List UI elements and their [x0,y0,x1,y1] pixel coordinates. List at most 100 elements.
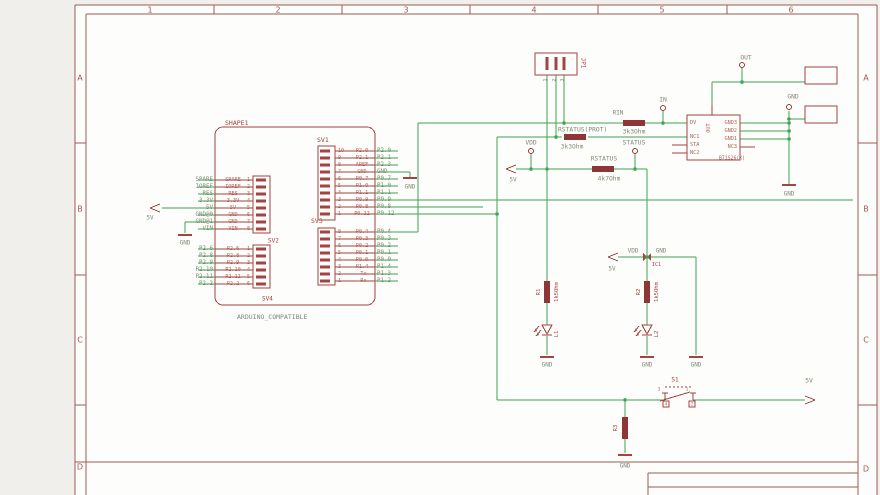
net-label[interactable]: RSTATUS(PROT) [558,127,607,134]
net-label[interactable]: VDD [525,140,537,147]
resistor-body[interactable] [544,281,550,303]
net-label[interactable]: P1.1 [377,190,391,196]
jumper-jp1-box[interactable] [534,52,578,76]
net-label[interactable]: P0.3 [377,236,391,242]
part-label[interactable]: S1 [671,377,679,384]
junction-jumper-icon[interactable] [643,253,647,261]
net-label[interactable]: P1.3 [377,271,391,277]
net-label[interactable]: IN [659,97,667,104]
switch-pin4-box[interactable] [662,400,670,408]
net-label[interactable]: 5V [206,205,213,211]
pad-out-box[interactable] [804,66,838,85]
net-label[interactable]: GND [180,240,191,247]
net-label[interactable]: P2.11 [196,274,214,280]
supply-pin-circle[interactable] [660,105,666,111]
net-label[interactable]: 3.3V [199,198,213,204]
net-label[interactable]: RIN [613,110,624,117]
pad-gnd-box[interactable] [804,105,838,124]
net-label[interactable]: VIN [203,226,214,232]
resistor-body[interactable] [592,166,614,172]
net-label[interactable]: 5V [146,215,154,222]
net-label[interactable]: P2.6 [199,246,213,252]
net-label[interactable]: P0.7 [377,176,391,182]
net-label[interactable]: OUT [740,55,752,62]
led-triangle[interactable] [541,324,553,336]
net-label[interactable]: GND@1 [196,219,214,225]
net-label[interactable]: P0.8 [377,204,391,210]
net-label[interactable]: GND [787,94,799,101]
net-label[interactable]: GND [691,362,702,369]
net-label[interactable]: P1.4 [377,264,391,270]
net-label[interactable]: P1.0 [377,183,391,189]
switch-pin2-box[interactable] [688,400,696,408]
net-arrow[interactable] [804,399,816,405]
net-label[interactable]: 5V [509,177,517,184]
part-label[interactable]: SHAPE1 [225,119,249,127]
part-label[interactable]: JP1 [580,58,587,69]
net-label[interactable]: GND [656,248,667,255]
net-label[interactable]: P0.4 [377,229,391,235]
supply-pin-circle[interactable] [632,148,638,154]
net-label[interactable]: GND [620,463,631,470]
net-label[interactable]: P2.9 [199,260,213,266]
net-label[interactable]: RSTATUS [591,156,618,163]
header-sv3-box[interactable] [317,227,336,286]
net-label[interactable]: 4k7Ohm [598,176,621,183]
net-label[interactable]: GND [542,362,553,369]
part-label[interactable]: SV4 [262,296,273,303]
part-label[interactable]: SV1 [317,136,329,144]
part-label[interactable]: R1 [536,289,542,296]
net-label[interactable]: GND@0 [196,212,214,218]
net-label[interactable]: P2.1 [377,155,391,161]
part-label[interactable]: R2 [636,289,642,296]
junction-jumper-icon[interactable] [647,253,651,261]
net-label[interactable]: P2.0 [377,148,391,154]
net-label[interactable]: P2.2 [199,281,213,287]
supply-pin-circle[interactable] [739,62,745,68]
led-triangle[interactable] [641,324,653,336]
net-label[interactable]: STATUS [623,140,646,147]
net-label[interactable]: P1.2 [377,278,391,284]
net-label[interactable]: P0.12 [377,211,394,217]
net-label[interactable]: ARDUINO_COMPATIBLE [237,313,308,321]
net-arrow[interactable] [804,395,816,401]
net-arrow[interactable] [607,256,619,262]
net-arrow[interactable] [149,203,161,209]
net-label[interactable]: P2.3 [377,162,391,168]
part-label[interactable]: L2 [654,331,660,338]
part-label[interactable]: SV2 [268,238,279,245]
resistor-body[interactable] [644,281,650,303]
part-label[interactable]: IC1 [652,262,661,268]
net-label[interactable]: GND [377,169,388,175]
part-label[interactable]: 1k5Ohm [654,281,660,302]
net-label[interactable]: GND [405,184,416,191]
ic-box[interactable] [686,114,741,161]
part-label[interactable]: R3 [613,425,619,432]
net-label[interactable]: GND [784,191,795,198]
net-label[interactable]: GND [642,362,653,369]
net-label[interactable]: P2.10 [196,267,214,273]
net-label[interactable]: P0.9 [377,197,391,203]
pin-line[interactable] [659,391,691,402]
net-arrow[interactable] [505,164,517,170]
net-label[interactable]: VDD [628,248,639,255]
net-label[interactable]: RES [203,191,214,197]
net-label[interactable]: 5V [805,378,813,385]
arduino-shape-outline[interactable] [214,126,376,306]
resistor-body[interactable] [622,417,628,439]
part-label[interactable]: L1 [554,331,560,338]
net-label[interactable]: 3k3Ohm [623,129,646,136]
net-label[interactable]: 5V [608,266,616,273]
part-label[interactable]: SV3 [311,217,323,225]
net-label[interactable]: P0.2 [377,243,391,249]
supply-pin-circle[interactable] [528,148,534,154]
header-sv4-box[interactable] [252,244,271,289]
net-label[interactable]: P2.8 [199,253,213,259]
supply-pin-circle[interactable] [786,104,792,110]
net-arrow[interactable] [607,252,619,258]
net-label[interactable]: 3k3Ohm [561,144,584,151]
net-arrow[interactable] [149,207,161,213]
header-sv2-box[interactable] [252,175,271,234]
net-label[interactable]: SPARE [196,177,214,183]
